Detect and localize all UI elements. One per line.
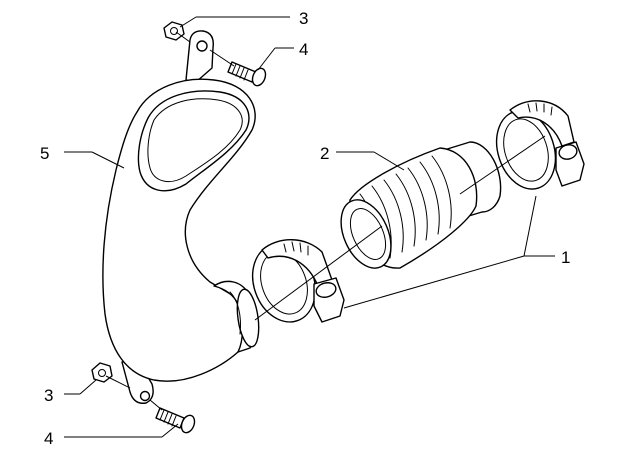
callout-5: 5: [40, 144, 49, 163]
part-5-intake-duct: [102, 30, 260, 404]
callout-4-bottom: 4: [44, 429, 53, 448]
part-2-bellows-hose: [340, 141, 502, 269]
part-3-nut-top: [163, 21, 185, 41]
callout-2: 2: [320, 144, 329, 163]
part-4-screw-bottom: [155, 407, 196, 434]
callout-4-top: 4: [299, 40, 308, 59]
part-1-hose-clamp-left: [251, 239, 345, 323]
leader-lines: [64, 16, 555, 438]
part-4-screw-top: [227, 61, 267, 87]
callout-1: 1: [561, 248, 570, 267]
callout-3-bottom: 3: [44, 386, 53, 405]
callout-3-top: 3: [299, 9, 308, 28]
part-1-hose-clamp-right: [495, 100, 585, 190]
part-3-nut-bottom: [91, 362, 113, 383]
assembly-axis-lines: [105, 31, 546, 411]
